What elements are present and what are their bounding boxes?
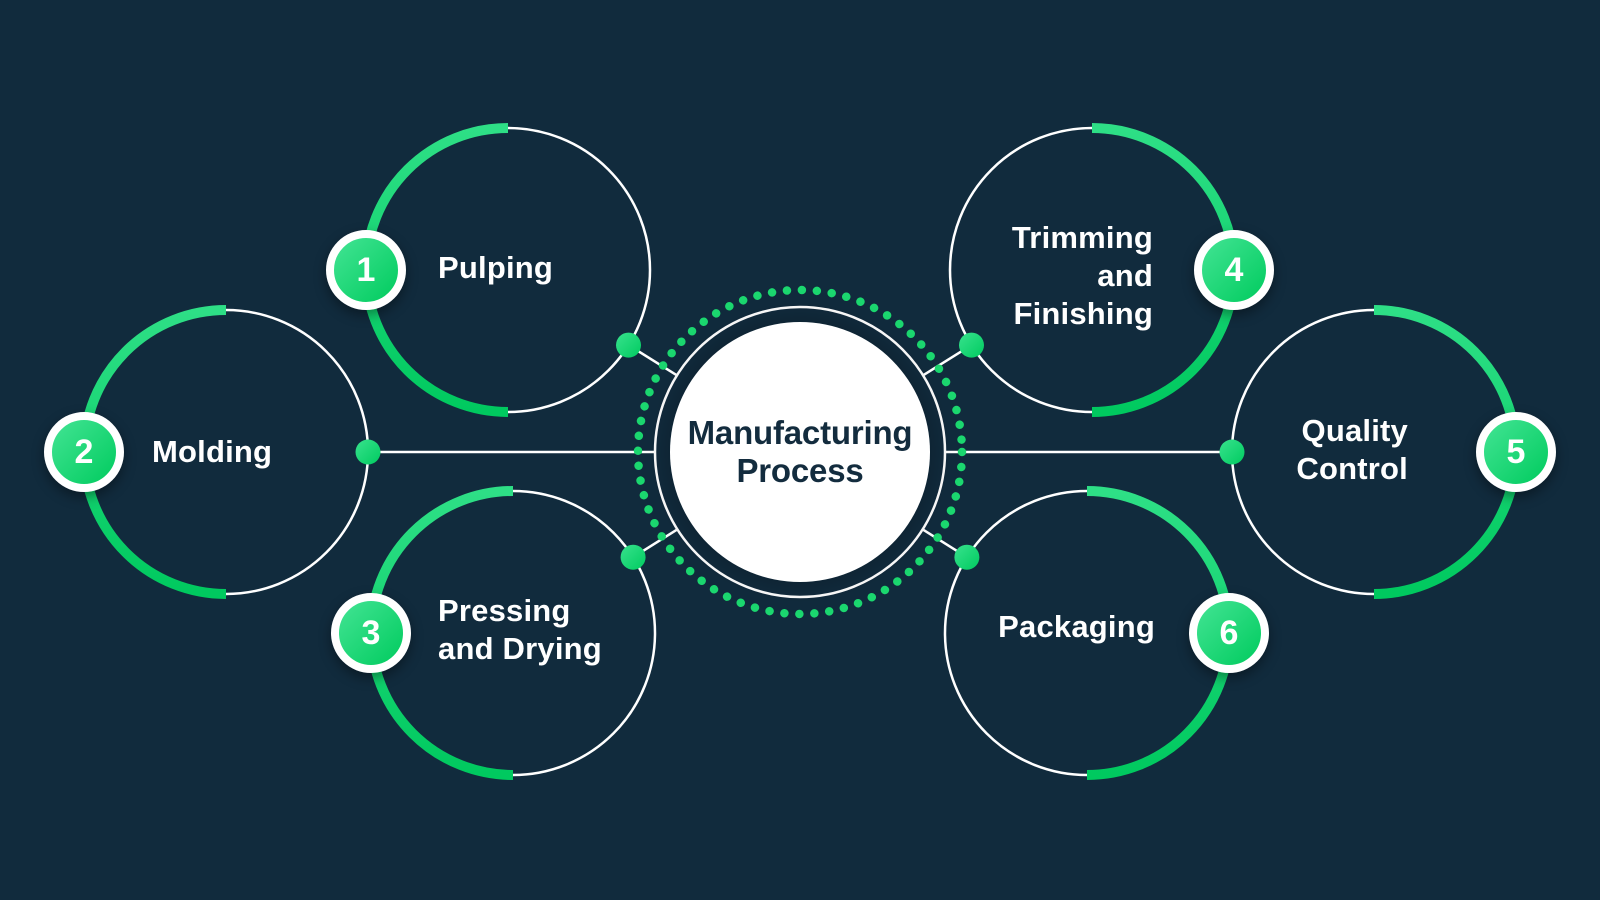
- step-badge-1: 1: [326, 230, 406, 310]
- step-label-molding: Molding: [152, 434, 273, 469]
- connector-dots: [355, 332, 1245, 570]
- step-badge-5: 5: [1476, 412, 1556, 492]
- step-label-quality: Quality Control: [1296, 413, 1408, 486]
- connector-dot-packaging: [954, 544, 980, 570]
- connector-dot-pressing: [620, 544, 646, 570]
- connector-dot-trimming: [959, 332, 984, 358]
- step-badge-3: 3: [331, 593, 411, 673]
- central-outline-ring: [653, 305, 947, 599]
- connector-dot-molding: [355, 439, 381, 465]
- step-label-pulping: Pulping: [438, 250, 554, 285]
- connector-dot-pulping: [616, 332, 641, 358]
- diagram-title: Manufacturing Process: [687, 414, 913, 489]
- step-badge-6: 6: [1189, 593, 1269, 673]
- step-label-pressing: Pressing and Drying: [438, 593, 602, 666]
- step-label-trimming: Trimming and Finishing: [1011, 220, 1153, 331]
- step-label-packaging: Packaging: [998, 609, 1155, 644]
- step-badge-4: 4: [1194, 230, 1274, 310]
- central-white-circle: [670, 322, 930, 582]
- central-dotted-ring: [633, 285, 967, 619]
- central-hub: [633, 285, 967, 619]
- connector-dot-quality: [1219, 439, 1245, 465]
- step-badge-2: 2: [44, 412, 124, 492]
